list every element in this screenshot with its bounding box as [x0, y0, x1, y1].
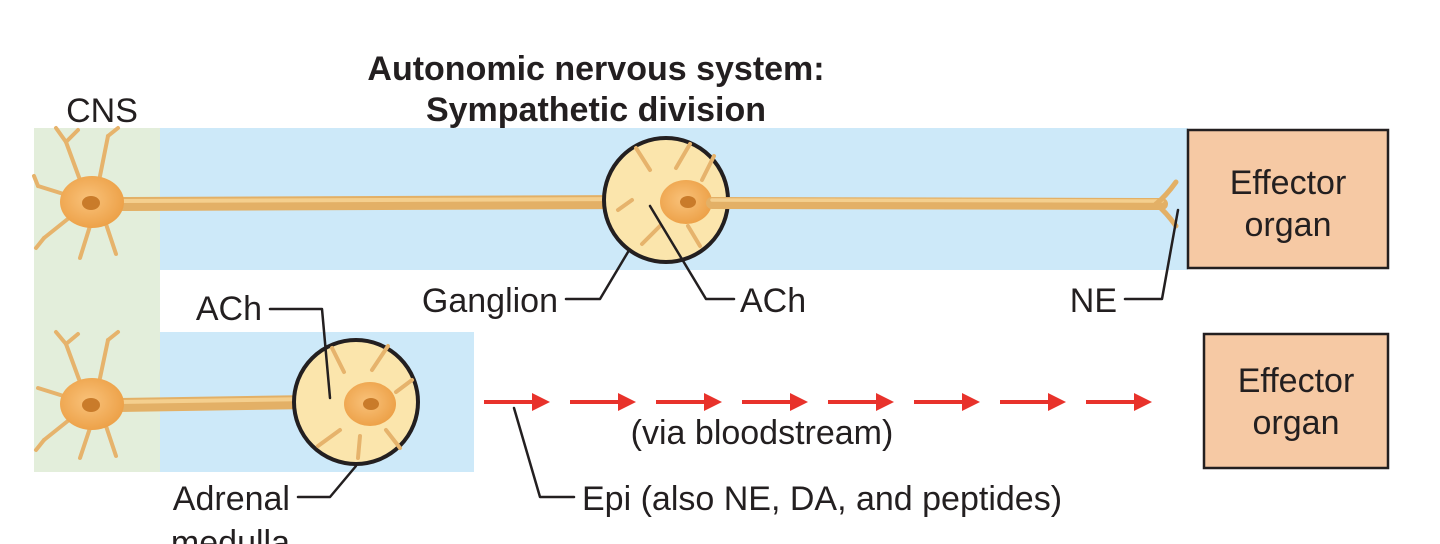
epi-label: Epi (also NE, DA, and peptides) [582, 480, 1062, 518]
bloodstream-arrow [1086, 393, 1152, 411]
nucleus-icon [363, 398, 379, 410]
diagram-title-line-2: Sympathetic division [426, 91, 766, 129]
ganglion-label: Ganglion [422, 282, 558, 320]
ne-label: NE [1070, 282, 1117, 320]
adrenal-medulla-label-line-1: Adrenal [173, 480, 290, 518]
effector-bottom-label-line-2: organ [1253, 404, 1340, 442]
cns-label: CNS [66, 92, 138, 130]
effector-organ-top: Effector organ [1186, 128, 1390, 270]
ach-adrenal-label: ACh [196, 290, 262, 328]
bloodstream-arrow [828, 393, 894, 411]
bloodstream-arrow [1000, 393, 1066, 411]
postganglionic-axon [706, 179, 1179, 229]
effector-bottom-label-line-1: Effector [1238, 362, 1355, 400]
epi-leader-line [512, 406, 576, 499]
nucleus-icon [680, 196, 696, 208]
bloodstream-arrow [656, 393, 722, 411]
adrenal-medulla [292, 338, 420, 466]
preganglionic-axon-top [109, 195, 647, 211]
nucleus-icon [82, 196, 100, 210]
effector-top-label-line-2: organ [1245, 206, 1332, 244]
bloodstream-arrow [484, 393, 550, 411]
ach-ganglion-label: ACh [740, 282, 806, 320]
bloodstream-arrows [484, 393, 1152, 411]
bloodstream-arrow [570, 393, 636, 411]
nucleus-icon [82, 398, 100, 412]
bloodstream-arrow [742, 393, 808, 411]
ne-leader-line [1123, 208, 1180, 301]
effector-top-label-line-1: Effector [1230, 164, 1347, 202]
preganglionic-neuron-top [32, 126, 124, 260]
ach-ganglion-leader-line [648, 204, 736, 301]
effector-organ-bottom: Effector organ [1202, 332, 1390, 470]
preganglionic-neuron-bottom [34, 330, 124, 460]
adrenal-medulla-leader-line [296, 464, 358, 499]
sympathetic-ganglion [602, 136, 730, 264]
ach-adrenal-leader-line [268, 307, 332, 400]
adrenal-medulla-label-line-2: medulla [171, 524, 290, 544]
preganglionic-axon-bottom [109, 395, 319, 412]
diagram-title-line-1: Autonomic nervous system: [367, 50, 824, 88]
via-bloodstream-label: (via bloodstream) [631, 414, 894, 452]
bloodstream-arrow [914, 393, 980, 411]
ganglion-leader-line [564, 250, 630, 301]
